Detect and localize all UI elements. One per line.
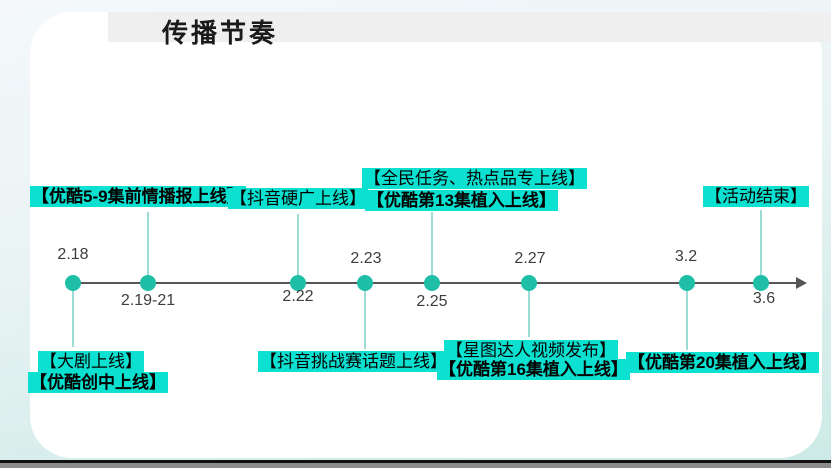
date-label: 2.22 — [282, 288, 314, 305]
date-label: 2.27 — [514, 250, 546, 267]
date-label: 3.6 — [752, 290, 776, 307]
timeline-dot — [753, 275, 769, 291]
arrow-right-icon — [796, 277, 807, 289]
bottom-edge-bar — [0, 460, 831, 468]
connector-line — [364, 291, 366, 349]
slide-title: 传播节奏 — [162, 18, 279, 48]
event-label: 【全民任务、热点品专上线】 — [362, 168, 587, 189]
date-label: 2.18 — [57, 246, 89, 263]
event-label: 【优酷第20集植入上线】 — [626, 352, 819, 373]
date-label: 2.19-21 — [120, 292, 176, 309]
timeline-dot — [424, 275, 440, 291]
date-label: 2.25 — [416, 293, 448, 310]
connector-line — [147, 212, 149, 275]
connector-line — [686, 291, 688, 350]
connector-line — [297, 214, 299, 275]
connector-line — [72, 291, 74, 347]
event-label: 【抖音硬广上线】 — [228, 188, 368, 209]
event-label: 【优酷5-9集前情播报上线】 — [30, 186, 246, 207]
title-band — [108, 12, 831, 42]
event-label: 【大剧上线】 — [38, 351, 144, 372]
date-label: 3.2 — [674, 248, 698, 265]
timeline-dot — [521, 275, 537, 291]
event-label: 【优酷第16集植入上线】 — [437, 359, 630, 380]
connector-line — [528, 291, 530, 337]
connector-line — [431, 212, 433, 275]
event-label: 【优酷创中上线】 — [28, 372, 168, 393]
connector-line — [760, 210, 762, 275]
timeline-dot — [140, 275, 156, 291]
event-label: 【优酷第13集植入上线】 — [365, 190, 558, 211]
timeline-dot — [357, 275, 373, 291]
timeline-dot — [290, 275, 306, 291]
timeline-dot — [65, 275, 81, 291]
event-label: 【抖音挑战赛话题上线】 — [258, 351, 449, 372]
event-label: 【星图达人视频发布】 — [444, 340, 618, 361]
timeline-dot — [679, 275, 695, 291]
date-label: 2.23 — [350, 250, 382, 267]
event-label: 【活动结束】 — [703, 186, 809, 207]
